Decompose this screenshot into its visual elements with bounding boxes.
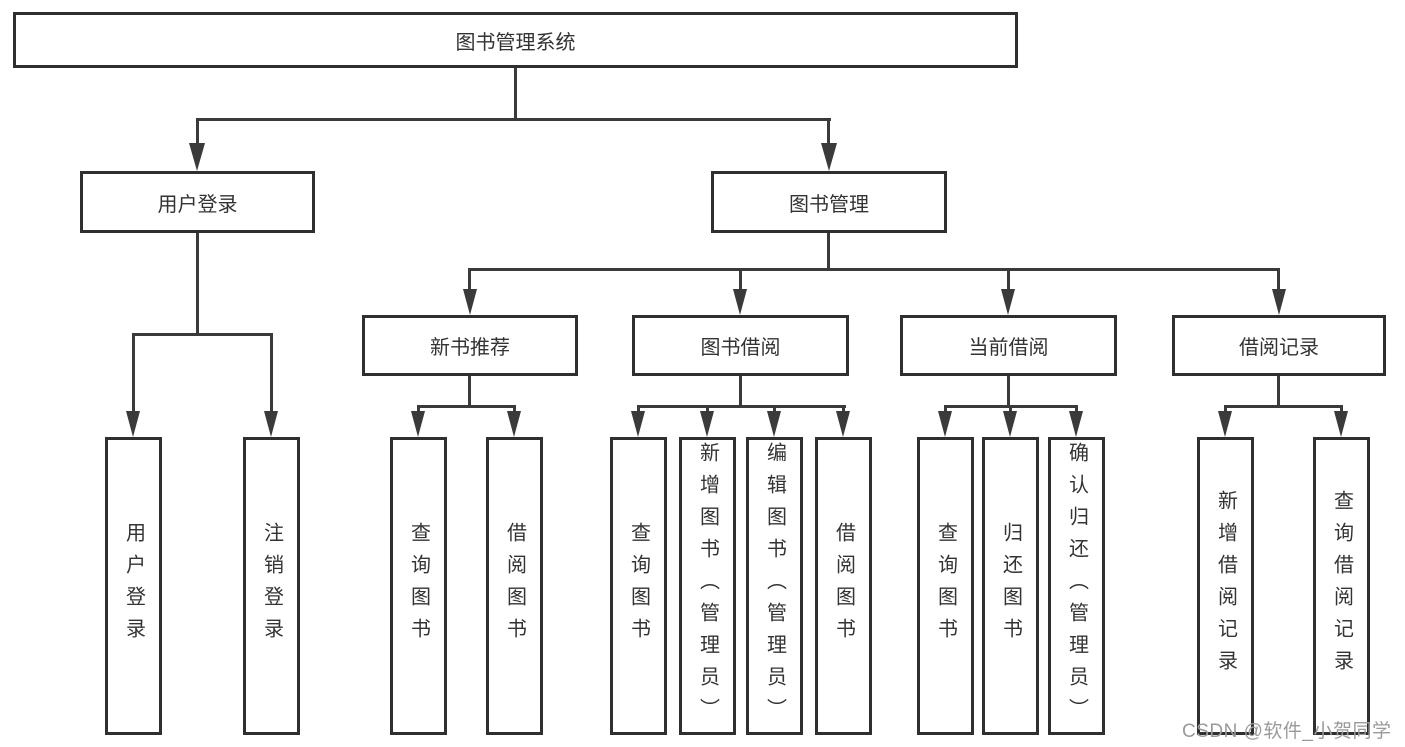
connector-line	[1007, 268, 1010, 292]
arrow-down-icon	[938, 411, 952, 437]
leaf-edit-books-admin: 编辑图书（管理员）	[746, 437, 803, 735]
connector-line	[773, 405, 776, 413]
connector-line	[842, 405, 845, 413]
arrow-down-icon	[463, 289, 477, 315]
leaf-label: 查询图书	[934, 522, 957, 650]
arrow-down-icon	[1003, 411, 1017, 437]
leaf-label: 查询图书	[627, 522, 650, 650]
node-label: 当前借阅	[968, 337, 1049, 359]
node-label: 图书借阅	[700, 337, 781, 359]
connector-line	[1007, 376, 1010, 408]
leaf-label: 查询图书	[407, 522, 430, 650]
connector-line	[196, 118, 831, 121]
arrow-down-icon	[1334, 411, 1348, 437]
arrow-down-icon	[1272, 289, 1286, 315]
connector-line	[417, 405, 516, 408]
connector-line	[1075, 405, 1078, 413]
leaf-user-login: 用户登录	[105, 437, 162, 735]
node-current-borrowing: 当前借阅	[900, 315, 1117, 376]
arrow-down-icon	[126, 411, 140, 437]
arrow-down-icon	[836, 411, 850, 437]
connector-line	[1277, 376, 1280, 408]
leaf-label: 查询借阅记录	[1330, 490, 1353, 682]
connector-line	[1224, 405, 1343, 408]
connector-line	[1277, 268, 1280, 292]
leaf-label: 用户登录	[122, 522, 145, 650]
leaf-confirm-return-admin: 确认归还（管理员）	[1048, 437, 1105, 735]
arrow-down-icon	[1001, 289, 1015, 315]
connector-line	[132, 333, 273, 336]
connector-line	[196, 233, 199, 336]
node-book-management: 图书管理	[711, 171, 947, 233]
leaf-label: 注销登录	[260, 522, 283, 650]
leaf-return-books: 归还图书	[982, 437, 1039, 735]
leaf-query-books-current: 查询图书	[917, 437, 974, 735]
leaf-add-borrow-record: 新增借阅记录	[1197, 437, 1254, 735]
connector-line	[417, 405, 420, 413]
leaf-label: 确认归还（管理员）	[1065, 442, 1088, 730]
node-label: 新书推荐	[430, 337, 510, 359]
connector-line	[637, 405, 640, 413]
connector-line	[196, 118, 199, 148]
leaf-borrow-books-recommend: 借阅图书	[486, 437, 543, 735]
leaf-label: 新增借阅记录	[1214, 490, 1237, 682]
csdn-watermark: CSDN @软件_小贺同学	[1182, 721, 1392, 742]
connector-line	[513, 405, 516, 413]
leaf-add-books-admin: 新增图书（管理员）	[679, 437, 736, 735]
connector-line	[132, 333, 135, 411]
connector-line	[827, 118, 830, 148]
leaf-logout: 注销登录	[243, 437, 300, 735]
connector-line	[944, 405, 947, 413]
leaf-query-books-borrowing: 查询图书	[610, 437, 667, 735]
leaf-label: 归还图书	[999, 522, 1022, 650]
connector-line	[468, 268, 1280, 271]
connector-line	[1009, 405, 1012, 413]
arrow-down-icon	[700, 411, 714, 437]
connector-line	[739, 268, 742, 292]
node-label: 图书管理系统	[455, 31, 576, 54]
connector-line	[1340, 405, 1343, 413]
connector-line	[739, 376, 742, 408]
connector-line	[468, 376, 471, 408]
leaf-label: 借阅图书	[832, 522, 855, 650]
arrow-down-icon	[264, 411, 278, 437]
node-book-borrowing: 图书借阅	[632, 315, 849, 376]
arrow-down-icon	[733, 289, 747, 315]
leaf-label: 编辑图书（管理员）	[763, 442, 786, 730]
arrow-down-icon	[507, 411, 521, 437]
connector-line	[706, 405, 709, 413]
connector-line	[514, 66, 517, 120]
connector-line	[1224, 405, 1227, 413]
leaf-query-books-recommend: 查询图书	[390, 437, 447, 735]
connector-line	[468, 268, 471, 292]
node-user-login: 用户登录	[80, 171, 315, 233]
node-label: 借阅记录	[1239, 337, 1319, 359]
connector-line	[637, 405, 846, 408]
node-library-management-system: 图书管理系统	[13, 12, 1018, 68]
leaf-query-borrow-record: 查询借阅记录	[1313, 437, 1370, 735]
arrow-down-icon	[767, 411, 781, 437]
leaf-label: 新增图书（管理员）	[696, 442, 719, 730]
node-new-book-recommend: 新书推荐	[362, 315, 578, 376]
connector-line	[270, 333, 273, 411]
arrow-down-icon	[189, 143, 205, 171]
arrow-down-icon	[821, 143, 837, 171]
arrow-down-icon	[1069, 411, 1083, 437]
arrow-down-icon	[631, 411, 645, 437]
leaf-label: 借阅图书	[503, 522, 526, 650]
leaf-borrow-books: 借阅图书	[815, 437, 872, 735]
node-borrowing-records: 借阅记录	[1172, 315, 1386, 376]
node-label: 用户登录	[157, 193, 238, 216]
node-label: 图书管理	[789, 193, 869, 216]
arrow-down-icon	[1218, 411, 1232, 437]
arrow-down-icon	[411, 411, 425, 437]
connector-line	[827, 233, 830, 271]
